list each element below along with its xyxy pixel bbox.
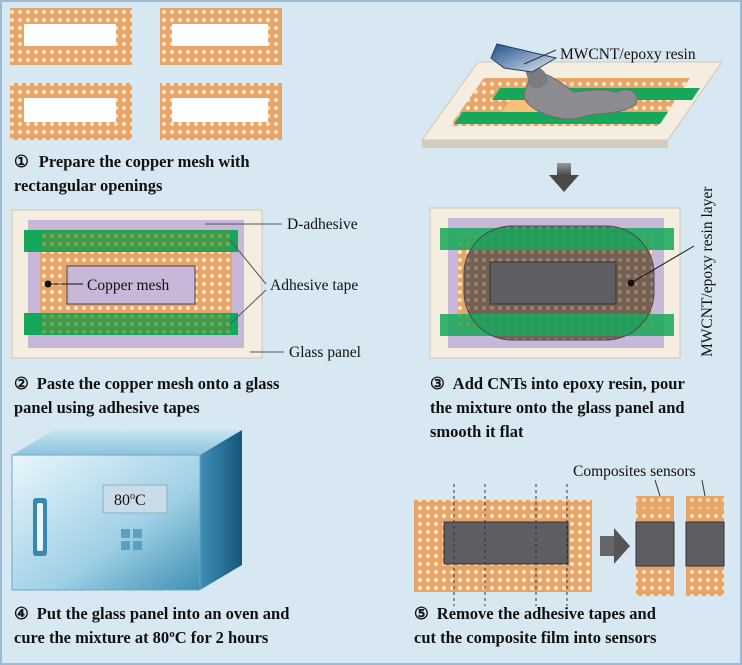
tape-bottom-2 [440, 314, 674, 336]
step3-pouring-scene [421, 43, 723, 148]
mesh-opening [66, 265, 196, 305]
glass-panel-edge [422, 140, 668, 148]
sensor-leader-1 [654, 479, 661, 497]
tape-over-mesh-bottom [42, 315, 230, 333]
oven-handle-highlight [37, 503, 43, 551]
copper-mesh-label: Copper mesh [87, 277, 169, 294]
arrow-right-shaft [600, 536, 614, 556]
tape-top-2 [440, 228, 674, 250]
oven-side [200, 430, 242, 590]
arrow-down-icon [549, 163, 579, 192]
step1-caption-line2: rectangular openings [14, 176, 163, 195]
composite-sensor-2 [685, 496, 725, 596]
resin-layer-outline [463, 225, 655, 341]
arrow-right-icon [614, 528, 630, 564]
tape-over-mesh-top [42, 232, 230, 250]
mwcnt-layer-label: MWCNT/epoxy resin layer [699, 186, 716, 357]
tape-leader-bottom [229, 289, 267, 325]
step5-caption-line2: cut the composite film into sensors [414, 628, 657, 647]
mwcnt-leader [523, 49, 557, 65]
oven-button-4[interactable] [133, 541, 142, 550]
resin-filled-opening [489, 261, 617, 305]
sensor-leader-2 [701, 479, 706, 497]
step4-caption-line2: cure the mixture at 80oC for 2 hours [14, 628, 269, 647]
adhesive-tape-label: Adhesive tape [270, 277, 358, 294]
composites-sensors-label: Composites sensors [573, 463, 696, 480]
step2-caption-line2: panel using adhesive tapes [14, 398, 200, 417]
oven-button-1[interactable] [121, 529, 130, 538]
layer-pointer-line [630, 245, 695, 284]
resin-puddle [523, 71, 638, 120]
composite-sensor-1 [635, 496, 675, 596]
step3-coated-panel [429, 207, 695, 359]
mwcnt-epoxy-label: MWCNT/epoxy resin [560, 46, 696, 63]
step5-cut-film [414, 484, 630, 606]
oven-button-2[interactable] [133, 529, 142, 538]
step3-caption-line3: smooth it flat [430, 422, 524, 441]
oven-display-text: 80oC [114, 491, 146, 509]
composite-film-resin [443, 521, 569, 565]
mesh-opening-1 [24, 24, 116, 46]
step2-assembly [11, 209, 284, 359]
step1-copper-meshes [10, 8, 282, 140]
oven-button-3[interactable] [121, 541, 130, 550]
d-adhesive-label: D-adhesive [287, 216, 358, 233]
pour-beaker [490, 43, 558, 73]
mesh-opening-4 [172, 98, 268, 122]
step3-caption-line2: the mixture onto the glass panel and [430, 398, 685, 417]
tape-leader-top [229, 239, 267, 285]
oven-display [102, 484, 168, 514]
oven-top [12, 430, 242, 455]
glass-panel-label: Glass panel [289, 344, 361, 361]
oven [11, 430, 242, 591]
mesh-opening-3 [24, 98, 116, 122]
mesh-opening-2 [172, 24, 268, 46]
